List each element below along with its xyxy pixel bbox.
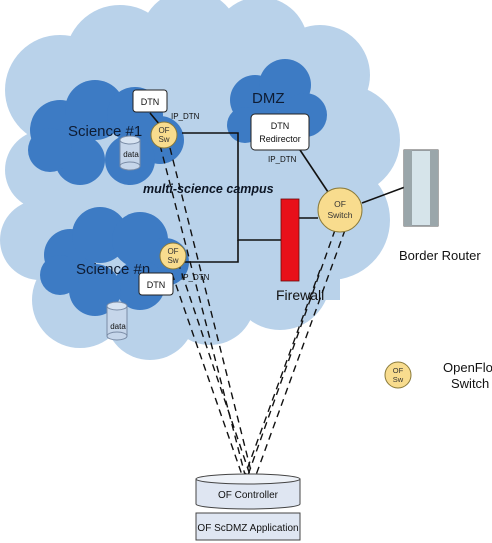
science1-database-icon [119, 135, 141, 171]
campus-cloud [0, 0, 400, 360]
link-scin-fw [184, 240, 239, 263]
link-sci1-fw [182, 132, 287, 241]
dmz-ip-label: IP_DTN [268, 155, 297, 164]
science1-group: Science #1 DTN IP_DTN OF Sw data [68, 89, 200, 171]
control-link-sci1-b [169, 147, 253, 476]
controller-cylinder[interactable] [195, 478, 301, 510]
core-of-switch[interactable] [317, 187, 363, 233]
controller-cylinder-top [195, 473, 301, 485]
control-link-scin-a [167, 261, 243, 476]
science1-switch-line1: OF [158, 126, 169, 135]
sciencen-ip-label: IP_DTN [181, 273, 210, 282]
legend-icon-line2: Sw [393, 375, 404, 384]
legend-label-line1: OpenFlow [443, 360, 492, 375]
sciencen-data-label: data [110, 322, 126, 331]
firewall-group: Firewall [276, 198, 324, 303]
sciencen-group: Science #n DTN IP_DTN OF Sw data [76, 242, 210, 341]
border-router-group: Border Router [399, 149, 481, 263]
firewall-icon[interactable] [280, 198, 300, 282]
sciencen-cloud [40, 207, 189, 316]
sciencen-of-switch[interactable] [159, 242, 187, 270]
legend-icon-line1: OF [393, 366, 404, 375]
data-links [149, 112, 406, 283]
sciencen-database-icon [106, 301, 128, 341]
scdmz-application-box[interactable] [195, 512, 301, 541]
link-core-router [361, 186, 406, 204]
legend: OF Sw OpenFlow Switch [384, 360, 492, 391]
core-switch-line1: OF [334, 199, 346, 209]
science1-of-switch[interactable] [150, 121, 178, 149]
science1-ip-label: IP_DTN [171, 112, 200, 121]
control-link-fw-a [244, 269, 321, 476]
dtn-redirector-line1: DTN [271, 121, 290, 131]
legend-switch-icon [384, 361, 412, 389]
science1-label: Science #1 [68, 123, 142, 140]
campus-label: multi-science campus [143, 182, 274, 196]
border-router-side-right [430, 150, 438, 226]
science1-dtn-box[interactable] [132, 89, 168, 113]
controller-stack: OF Controller OF ScDMZ Application [195, 473, 301, 541]
sciencen-label: Science #n [76, 261, 150, 278]
control-links [159, 144, 346, 476]
firewall-label: Firewall [276, 287, 324, 303]
control-link-core-b [255, 229, 346, 476]
sciencen-switch-line2: Sw [167, 256, 178, 265]
dmz-group: DMZ DTN Redirector IP_DTN [250, 90, 310, 164]
science1-data-label: data [123, 150, 139, 159]
sciencen-dtn-label: DTN [147, 280, 166, 290]
science1-dtn-label: DTN [141, 97, 160, 107]
application-label: OF ScDMZ Application [197, 523, 298, 534]
border-router-side [404, 150, 412, 226]
control-link-core-a [247, 229, 336, 476]
dtn-redirector-line2: Redirector [259, 134, 301, 144]
core-switch-group: OF Switch [317, 187, 363, 233]
controller-label: OF Controller [218, 490, 279, 501]
dmz-label: DMZ [252, 90, 285, 107]
legend-label-line2: Switch [451, 376, 489, 391]
core-switch-line2: Switch [327, 210, 352, 220]
sciencen-dtn-box[interactable] [138, 272, 174, 296]
link-dmz-core [299, 149, 331, 196]
sciencen-switch-line1: OF [167, 247, 178, 256]
control-link-sci1-a [159, 144, 246, 476]
dtn-redirector-box[interactable] [250, 113, 310, 151]
control-link-scin-b [177, 261, 251, 476]
border-router-label: Border Router [399, 248, 481, 263]
science1-switch-line2: Sw [158, 135, 169, 144]
